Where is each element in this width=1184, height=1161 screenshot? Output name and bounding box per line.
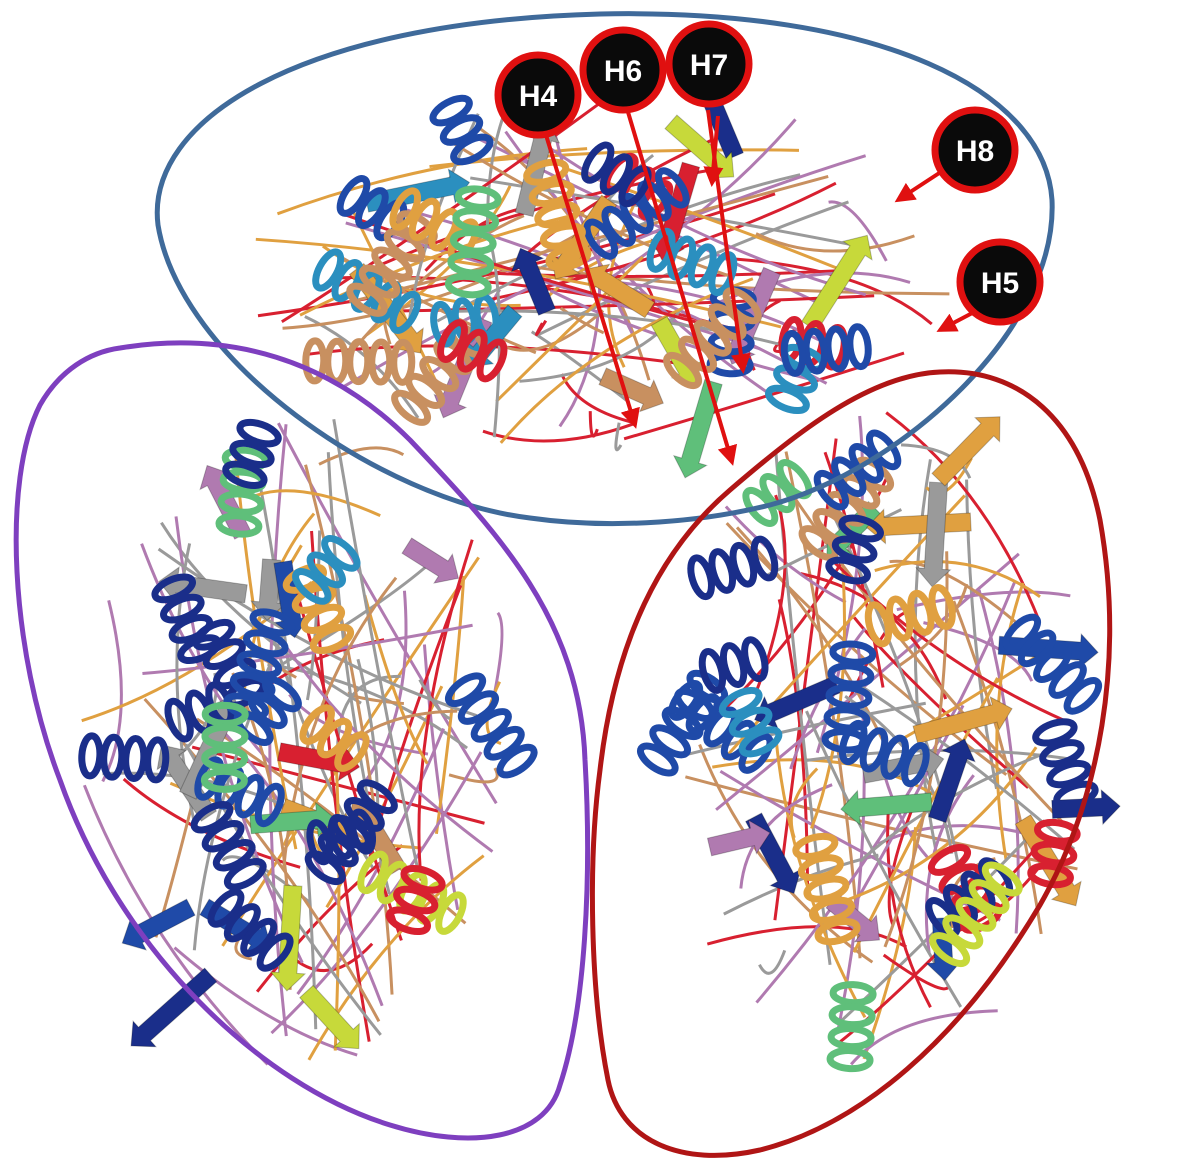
h8-badge: H8: [935, 110, 1015, 190]
h6-badge: H6: [583, 30, 663, 110]
h5-label: H5: [981, 267, 1019, 300]
protein-ribbon-structure: [81, 74, 1120, 1070]
h4-label: H4: [519, 80, 558, 113]
h7-badge: H7: [669, 24, 749, 104]
h8-label: H8: [956, 135, 994, 168]
h6-label: H6: [604, 55, 642, 88]
h4-badge: H4: [498, 55, 578, 135]
h5-badge: H5: [960, 242, 1040, 322]
h7-label: H7: [690, 49, 728, 82]
